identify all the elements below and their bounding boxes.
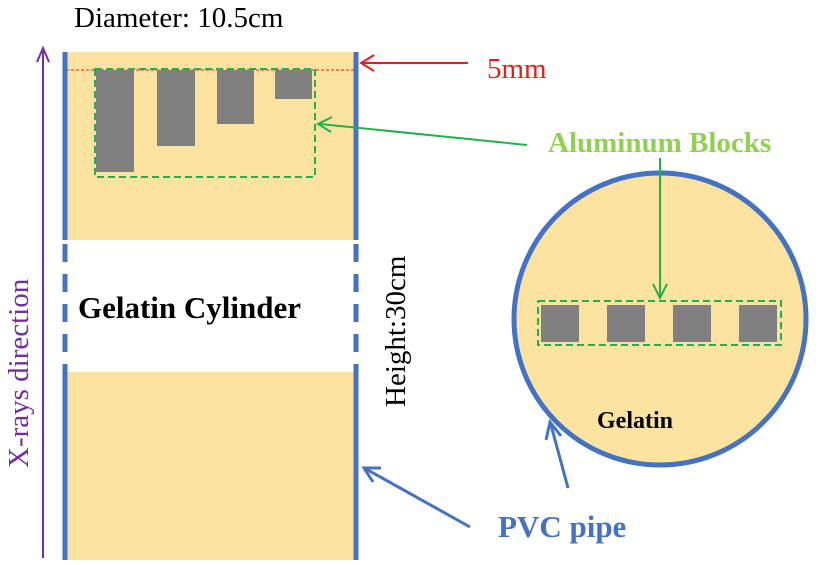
- pvc-arrow-cross: [549, 424, 570, 489]
- cross-block-3: [673, 305, 711, 342]
- cross-block-2: [607, 305, 645, 342]
- aluminum-block-1: [96, 70, 134, 172]
- diameter-label: Diameter: 10.5cm: [74, 2, 284, 34]
- cross-blocks-box: [537, 300, 782, 346]
- gelatin-cylinder-label: Gelatin Cylinder: [78, 290, 301, 325]
- aluminum-block-4: [275, 70, 312, 99]
- pvc-arrowhead-side: [361, 466, 381, 483]
- gelatin-bottom-section: [66, 372, 356, 560]
- blocks-top-arrowhead: [652, 283, 668, 301]
- height-label: Height:30cm: [380, 255, 412, 407]
- pvc-arrow-side: [365, 467, 471, 529]
- thickness-arrowhead: [359, 54, 375, 72]
- xray-arrowhead: [36, 45, 50, 63]
- cylinder-side-view: [62, 52, 359, 560]
- cylinder-cross-section: [511, 170, 809, 468]
- cross-block-4: [739, 305, 777, 342]
- pvc-arrowhead-cross: [544, 418, 563, 441]
- cross-block-1: [541, 305, 579, 342]
- aluminum-blocks-label: Aluminum Blocks: [548, 127, 771, 159]
- aluminum-block-3: [217, 70, 254, 124]
- aluminum-block-2: [157, 70, 195, 146]
- pvc-pipe-label: PVC pipe: [498, 509, 626, 544]
- aluminum-blocks-box: [94, 68, 316, 178]
- thickness-label: 5mm: [487, 53, 547, 85]
- blocks-side-arrowhead: [315, 116, 333, 133]
- gelatin-label: Gelatin: [597, 408, 673, 434]
- blocks-side-arrow: [319, 123, 528, 146]
- xray-direction-label: X-rays direction: [3, 278, 35, 468]
